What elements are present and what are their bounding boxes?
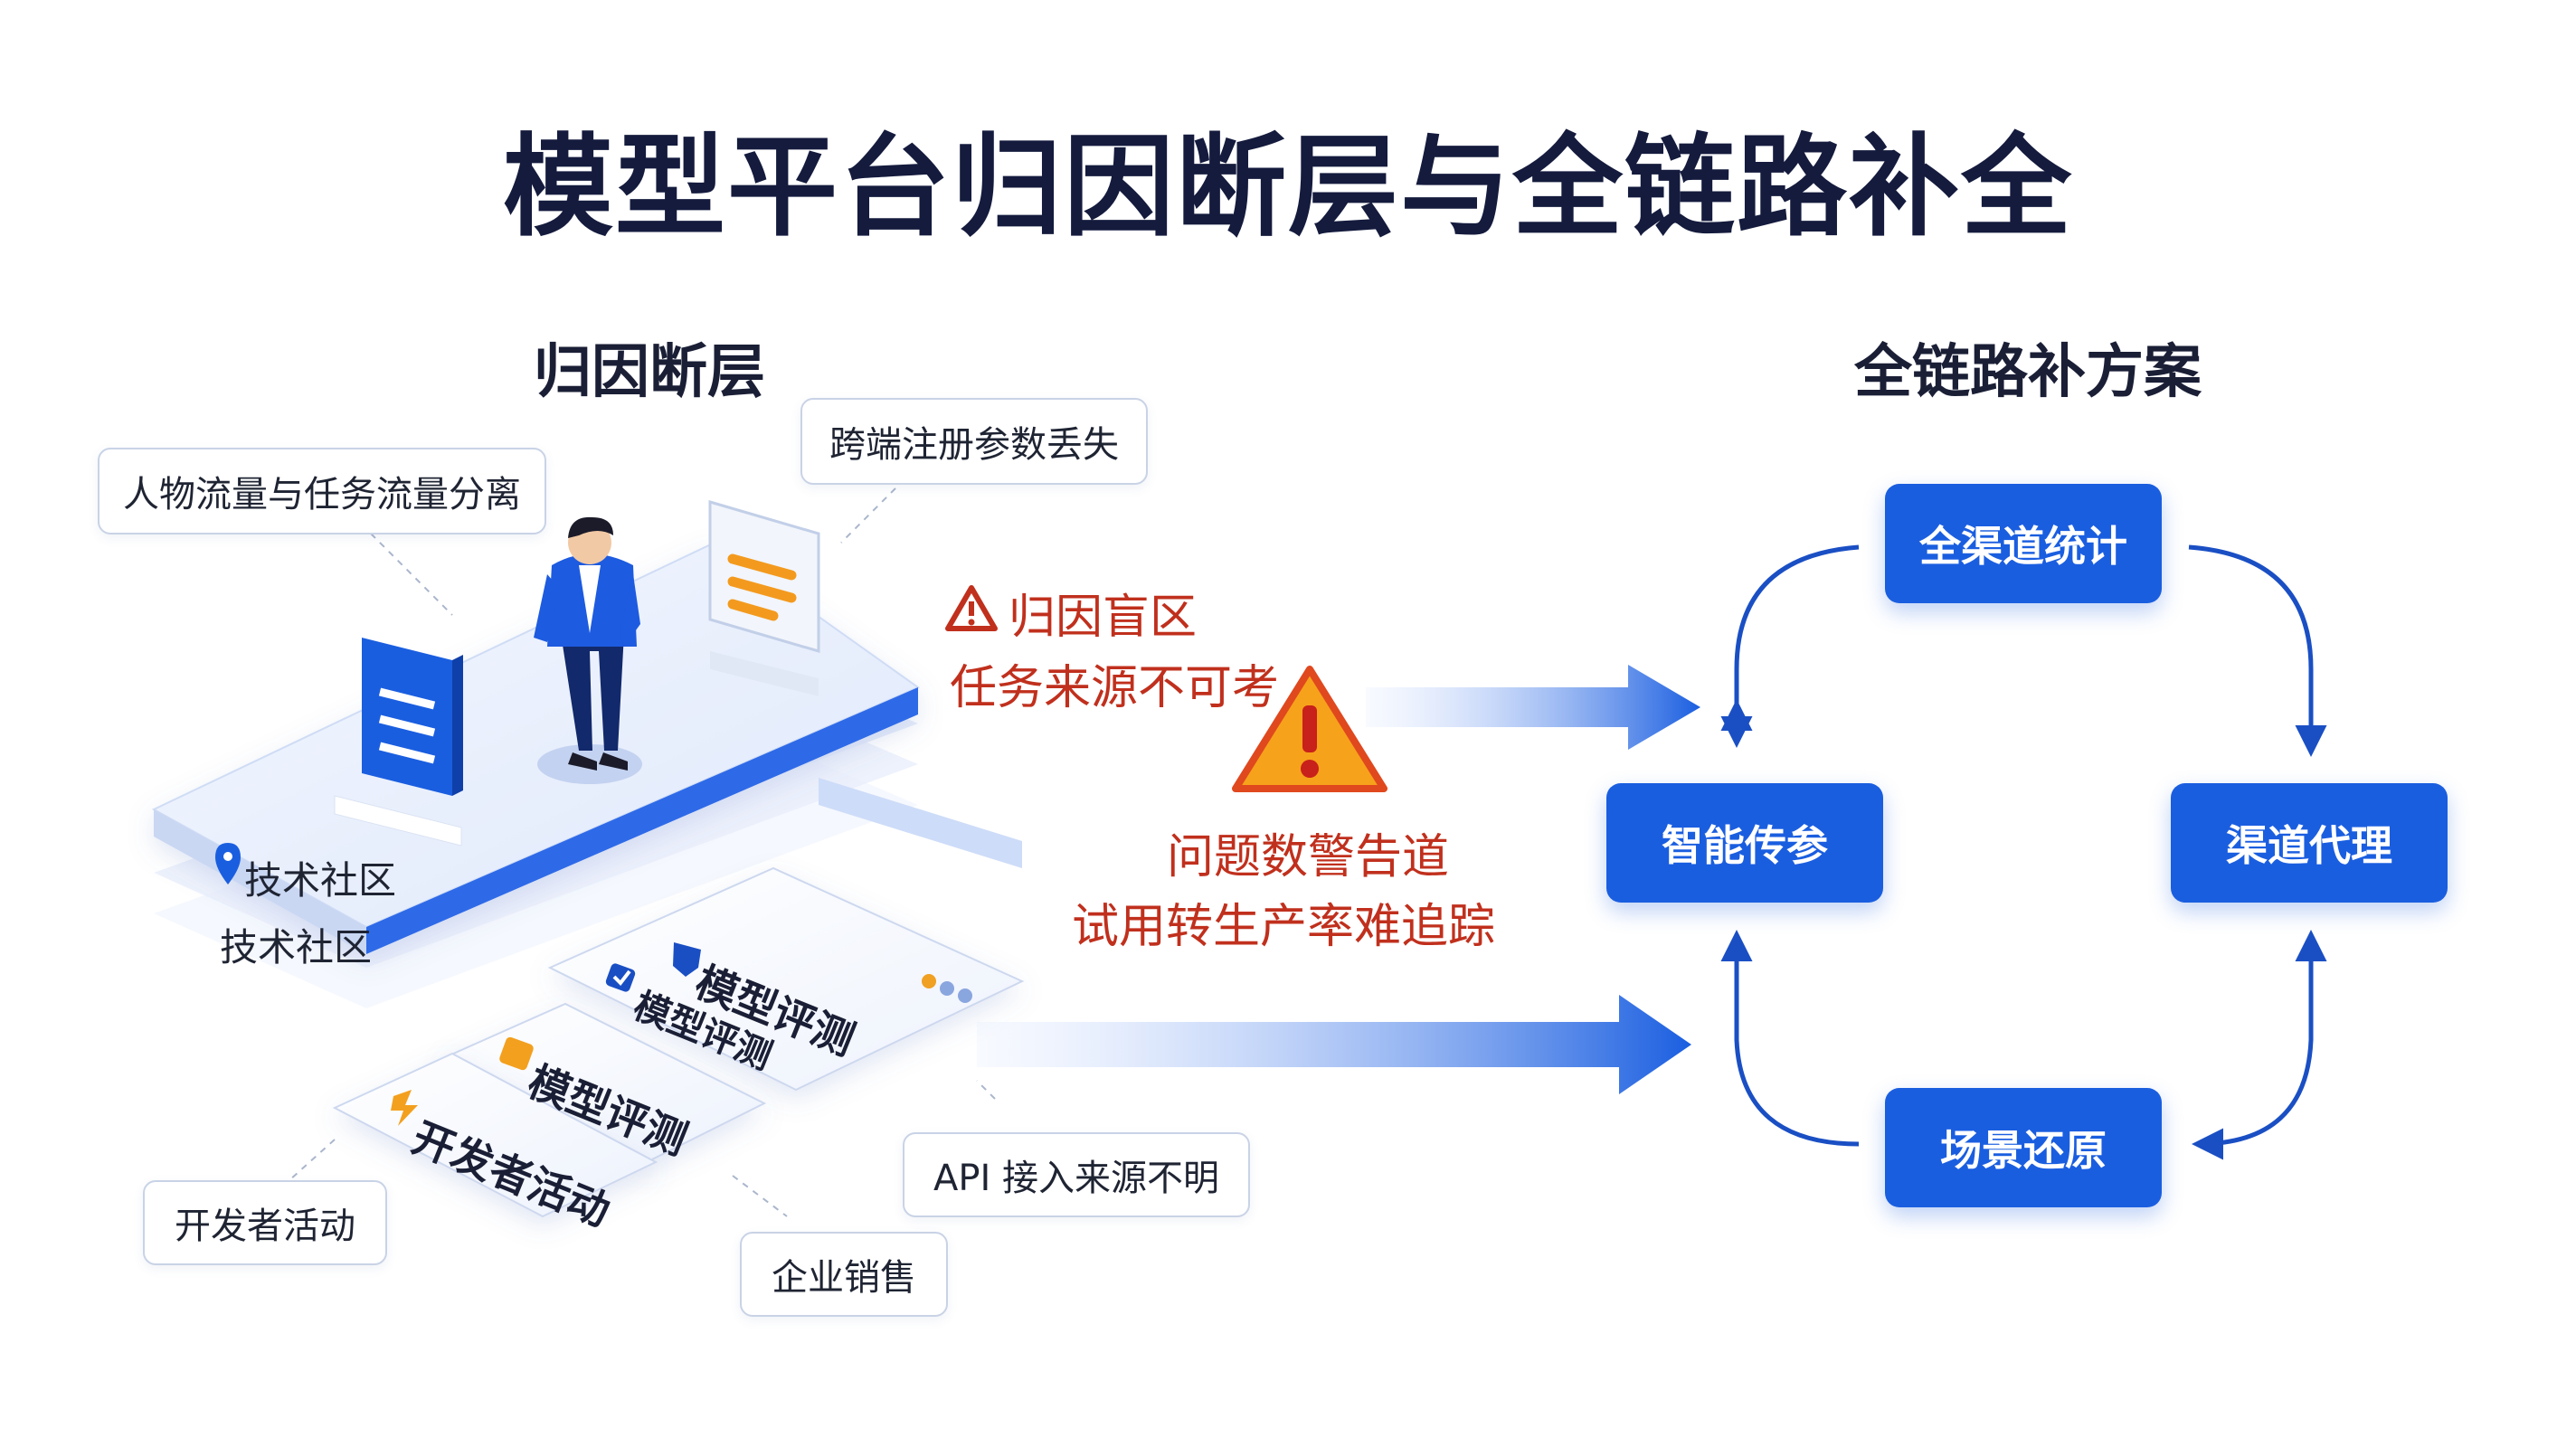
- person-figure: [534, 516, 642, 784]
- document-icon: [334, 638, 463, 846]
- orange-bolt-icon: [391, 1090, 418, 1126]
- check-icon: [605, 963, 636, 992]
- issue-title: 问题数警告道: [1167, 830, 1450, 884]
- callout-api-unknown: API 接入来源不明: [903, 1132, 1250, 1217]
- location-pin-icon: [215, 843, 241, 884]
- developer-event-card: [332, 1052, 658, 1218]
- shield-icon: [673, 942, 701, 977]
- platform-label-2: 技术社区: [220, 925, 373, 969]
- node-smart-param: 智能传参: [1606, 783, 1883, 903]
- upper-flow-arrow: [1366, 665, 1700, 750]
- warning-small-icon: [945, 585, 998, 631]
- left-heading: 归因断层: [534, 339, 765, 406]
- callout-flow-split: 人物流量与任务流量分离: [98, 448, 546, 534]
- isometric-platform: [151, 541, 921, 954]
- blind-spot-title: 归因盲区: [1009, 591, 1198, 645]
- node-scene-restore: 场景还原: [1885, 1088, 2162, 1207]
- platform-flow-band: [819, 778, 1022, 868]
- chart-card-icon: [708, 500, 820, 696]
- evaluation-card-1: [547, 866, 1025, 1092]
- callout-dev-event: 开发者活动: [143, 1180, 387, 1265]
- blind-spot-sub: 任务来源不可考: [950, 661, 1280, 715]
- cycle-arrows: [1720, 544, 2327, 1160]
- callout-enterprise-sales: 企业销售: [740, 1232, 948, 1317]
- platform-label-1: 技术社区: [244, 858, 397, 903]
- orange-square-icon: [499, 1036, 534, 1071]
- issue-sub: 试用转生产率难追踪: [1072, 900, 1496, 954]
- leader-lines: [289, 487, 996, 1217]
- callout-param-loss: 跨端注册参数丢失: [800, 398, 1148, 485]
- node-omnichannel-stats: 全渠道统计: [1885, 484, 2162, 603]
- warning-icon: [1232, 666, 1387, 792]
- right-heading: 全链路补方案: [1854, 339, 2202, 406]
- node-channel-proxy: 渠道代理: [2171, 783, 2448, 903]
- lower-flow-arrow: [977, 995, 1691, 1094]
- page-title: 模型平台归因断层与全链路补全: [503, 123, 2073, 251]
